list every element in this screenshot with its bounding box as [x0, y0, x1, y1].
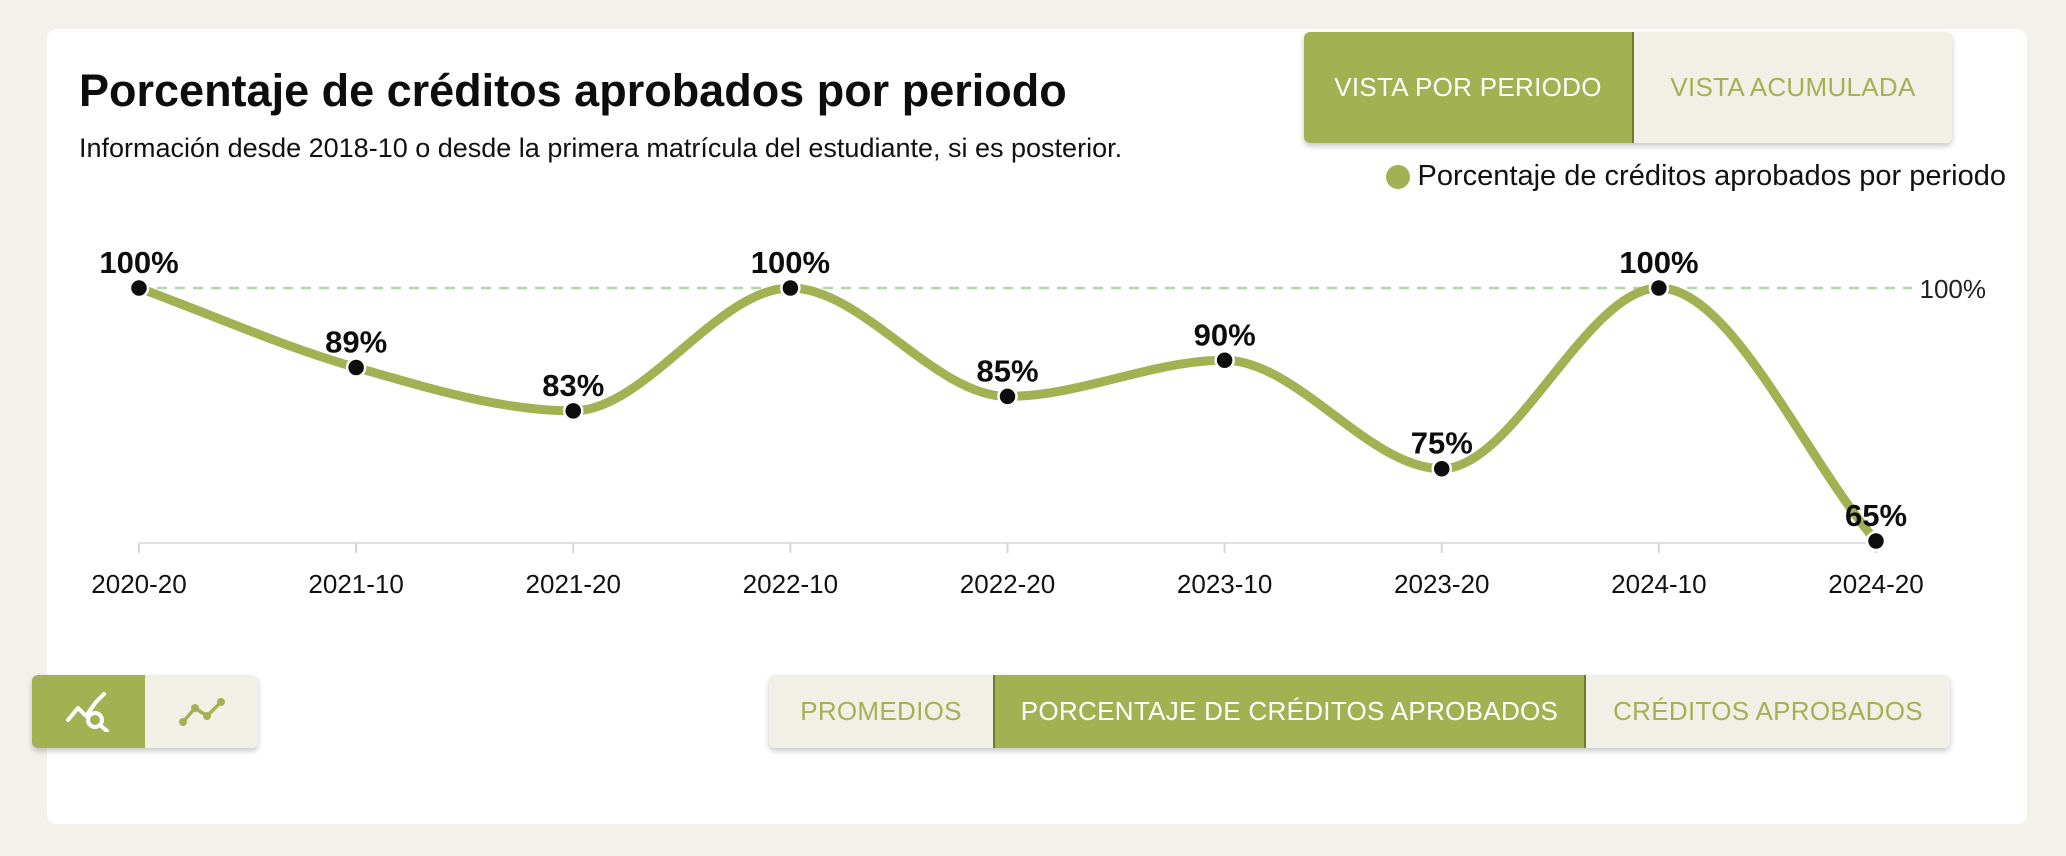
chart-search-button[interactable] — [32, 675, 145, 748]
page-title: Porcentaje de créditos aprobados por per… — [79, 65, 1067, 116]
chart-search-icon — [65, 691, 109, 732]
chart-type-toggle — [32, 675, 258, 748]
line-chart-button[interactable] — [145, 675, 258, 748]
chart-legend[interactable]: Porcentaje de créditos aprobados por per… — [1385, 160, 2006, 193]
line-chart-icon — [178, 697, 225, 726]
tab-porcentaje-creditos[interactable]: PORCENTAJE DE CRÉDITOS APROBADOS — [993, 675, 1584, 748]
legend-label: Porcentaje de créditos aprobados por per… — [1417, 160, 2006, 192]
metric-tabs: PROMEDIOS PORCENTAJE DE CRÉDITOS APROBAD… — [769, 675, 1950, 748]
tab-promedios[interactable]: PROMEDIOS — [769, 675, 993, 748]
period-view-button[interactable]: VISTA POR PERIODO — [1304, 32, 1632, 143]
view-toggle: VISTA POR PERIODO VISTA ACUMULADA — [1304, 32, 1952, 143]
cumulative-view-button[interactable]: VISTA ACUMULADA — [1632, 32, 1952, 143]
legend-marker — [1385, 164, 1410, 189]
page-subtitle: Información desde 2018-10 o desde la pri… — [79, 133, 1123, 163]
tab-creditos-aprobados[interactable]: CRÉDITOS APROBADOS — [1584, 675, 1950, 748]
